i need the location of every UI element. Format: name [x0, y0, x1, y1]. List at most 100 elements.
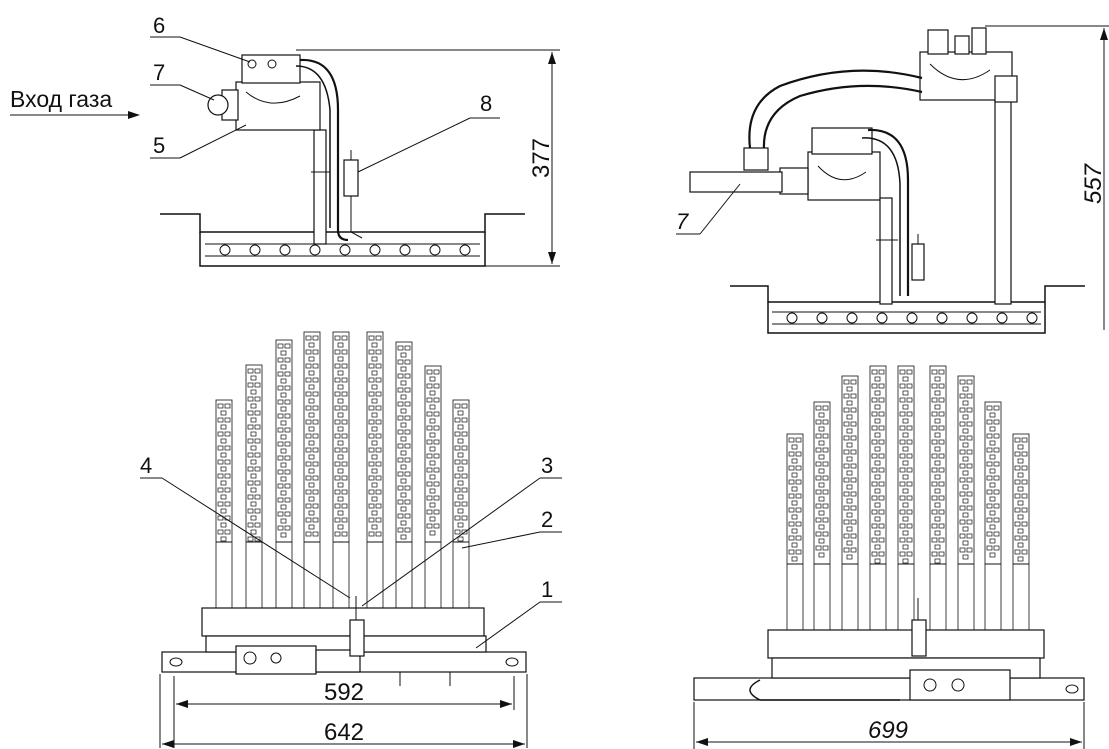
burner-slot	[815, 489, 822, 495]
burner-slot	[284, 483, 291, 489]
burner-slot	[368, 377, 375, 383]
burner-slot	[1021, 507, 1028, 513]
burner-slot	[280, 504, 287, 510]
burner-slot	[822, 489, 829, 495]
burner-slot	[341, 377, 348, 383]
burner-slot	[902, 530, 909, 536]
burner-slot	[284, 371, 291, 377]
burner-slot	[284, 441, 291, 447]
burner-slot	[878, 425, 885, 431]
burner-slot	[400, 464, 407, 470]
burner-slot	[277, 483, 284, 489]
burner-slot	[433, 481, 440, 487]
burner-slot	[818, 538, 825, 544]
burner-slot	[850, 491, 857, 497]
burner-slot	[371, 384, 378, 390]
burner-slot	[966, 463, 973, 469]
burner-slot	[312, 503, 319, 509]
burner-slot	[878, 397, 885, 403]
burner-slot	[461, 459, 468, 465]
burner-slot	[284, 427, 291, 433]
burner-slot	[871, 495, 878, 501]
burner-slot	[250, 431, 257, 437]
burner-slot	[850, 519, 857, 525]
burner-slot	[989, 496, 996, 502]
burner-slot	[461, 501, 468, 507]
burner-slot	[938, 523, 945, 529]
burner-slot	[962, 498, 969, 504]
burner-slot	[934, 418, 941, 424]
burner-slot	[397, 429, 404, 435]
burner-slot	[254, 522, 261, 528]
burner-slot	[375, 447, 382, 453]
burner-slot	[843, 491, 850, 497]
burner-slot	[938, 411, 945, 417]
burner-slot	[305, 419, 312, 425]
burner-slot	[308, 454, 315, 460]
burner-slot	[375, 461, 382, 467]
burner-slot	[934, 390, 941, 396]
burner-slot	[966, 407, 973, 413]
burner-slot	[461, 529, 468, 535]
burner-slot	[850, 379, 857, 385]
burner-slot	[375, 503, 382, 509]
burner-slot	[959, 533, 966, 539]
burner-slot	[899, 509, 906, 515]
burner-slot	[938, 537, 945, 543]
burner-tubes-left	[215, 331, 470, 609]
burner-slot	[397, 373, 404, 379]
burner-slot	[371, 482, 378, 488]
burner-slot	[397, 457, 404, 463]
burner-slot	[878, 509, 885, 515]
burner-slot	[959, 491, 966, 497]
burner-slot	[337, 510, 344, 516]
burner-slot	[429, 390, 436, 396]
burner-slot	[938, 439, 945, 445]
burner-slot	[397, 359, 404, 365]
burner-slot	[220, 522, 227, 528]
burner-slot	[429, 418, 436, 424]
burner-slot	[341, 363, 348, 369]
burner-slot	[959, 421, 966, 427]
burner-slot	[959, 407, 966, 413]
burner-slot	[874, 558, 881, 564]
burner-slot	[247, 438, 254, 444]
burner-slot	[305, 489, 312, 495]
burner-slot	[247, 522, 254, 528]
burner-slot	[931, 369, 938, 375]
burner-slot	[368, 447, 375, 453]
burner-slot	[878, 551, 885, 557]
burner-slot	[224, 501, 231, 507]
burner-slot	[454, 417, 461, 423]
burner-slot	[788, 507, 795, 513]
burner-slot	[375, 377, 382, 383]
burner-slot	[818, 412, 825, 418]
callout-6: 6	[153, 13, 165, 38]
burner-slot	[337, 496, 344, 502]
burner-slot	[1021, 493, 1028, 499]
burner-slot	[429, 488, 436, 494]
burner-slot	[220, 536, 227, 542]
burner-slot	[461, 417, 468, 423]
burner-slot	[312, 489, 319, 495]
burner-slot	[305, 475, 312, 481]
burner-slot	[454, 459, 461, 465]
burner-slot	[815, 517, 822, 523]
burner-slot	[986, 405, 993, 411]
burner-slot	[906, 509, 913, 515]
burner-slot	[986, 475, 993, 481]
burner-slot	[305, 503, 312, 509]
burner-slot	[254, 480, 261, 486]
burner-slot	[850, 407, 857, 413]
burner-slot	[788, 493, 795, 499]
burner-slot	[461, 403, 468, 409]
burner-slot	[871, 523, 878, 529]
burner-slot	[426, 467, 433, 473]
burner-slot	[371, 342, 378, 348]
burner-slot	[426, 439, 433, 445]
burner-slot	[878, 411, 885, 417]
burner-slot	[959, 505, 966, 511]
burner-slot	[878, 523, 885, 529]
burner-slot	[254, 424, 261, 430]
burner-slot	[217, 445, 224, 451]
